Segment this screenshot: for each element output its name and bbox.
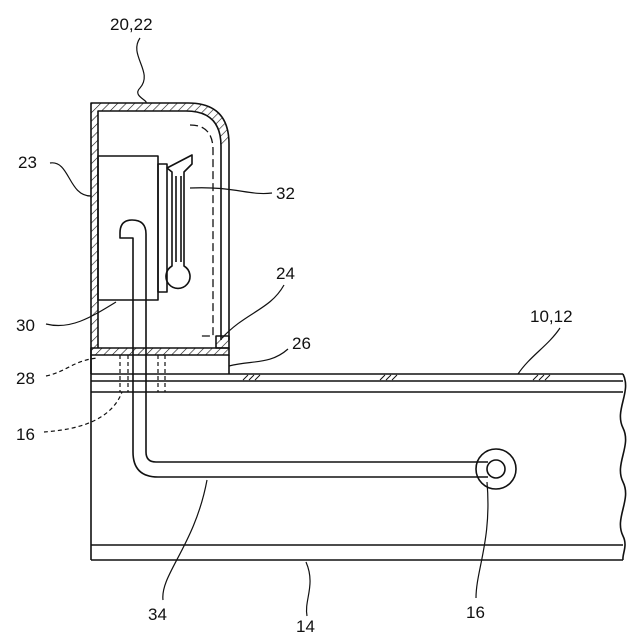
panel-body <box>91 355 626 560</box>
label-port-right: 16 <box>466 603 485 622</box>
leader-lines <box>44 38 560 616</box>
label-port-left: 16 <box>16 425 35 444</box>
label-lamp-base: 30 <box>16 316 35 335</box>
label-seal: 28 <box>16 369 35 388</box>
inner-dashed-outline <box>190 125 213 336</box>
label-flange-lower: 26 <box>292 334 311 353</box>
label-panel: 10,12 <box>530 307 573 326</box>
label-tube: 34 <box>148 605 167 624</box>
surface-hatch-marks <box>243 375 550 380</box>
label-reflector: 32 <box>276 184 295 203</box>
housing <box>91 103 229 374</box>
label-side-wall: 23 <box>18 153 37 172</box>
label-flange-upper: 24 <box>276 264 295 283</box>
label-plate: 14 <box>296 617 315 636</box>
label-housing: 20,22 <box>110 15 153 34</box>
